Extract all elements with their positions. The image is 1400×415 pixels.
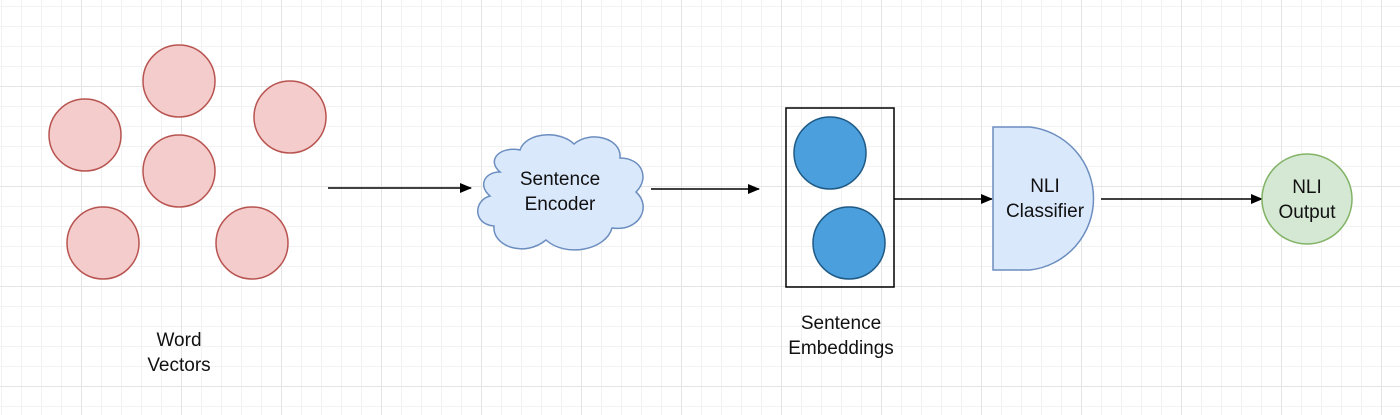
sentence-encoder-label-line2: Encoder xyxy=(525,194,596,215)
sentence-embeddings-node[interactable]: Sentence Embeddings xyxy=(785,107,895,359)
word-vector-circle xyxy=(142,44,216,118)
word-vector-circle xyxy=(66,206,140,280)
word-vector-circle xyxy=(253,80,327,154)
sentence-encoder-node[interactable]: Sentence Encoder xyxy=(477,134,644,251)
word-vectors-label-line1: Word xyxy=(156,330,201,351)
word-vector-circle xyxy=(142,134,216,208)
nli-output-label-line2: Output xyxy=(1278,202,1336,223)
embedding-circle xyxy=(793,116,867,190)
sentence-encoder-label-line1: Sentence xyxy=(520,169,600,190)
embedding-circle xyxy=(812,206,886,280)
nli-output-label-line1: NLI xyxy=(1292,177,1322,198)
word-vectors-label-line2: Vectors xyxy=(147,355,210,376)
cloud-shape xyxy=(477,134,644,251)
word-vector-circle xyxy=(48,98,122,172)
classifier-shape xyxy=(992,126,1095,271)
word-vectors-group: Word Vectors xyxy=(48,44,327,376)
nli-classifier-node[interactable]: NLI Classifier xyxy=(992,126,1095,271)
word-vector-circle xyxy=(215,206,289,280)
nli-classifier-label-line1: NLI xyxy=(1030,176,1060,197)
output-circle xyxy=(1261,153,1353,245)
embeddings-container xyxy=(785,107,895,288)
sentence-embeddings-label-line1: Sentence xyxy=(801,313,881,334)
sentence-embeddings-label-line2: Embeddings xyxy=(788,338,894,359)
nli-classifier-label-line2: Classifier xyxy=(1006,201,1085,222)
nli-output-node[interactable]: NLI Output xyxy=(1261,153,1353,245)
